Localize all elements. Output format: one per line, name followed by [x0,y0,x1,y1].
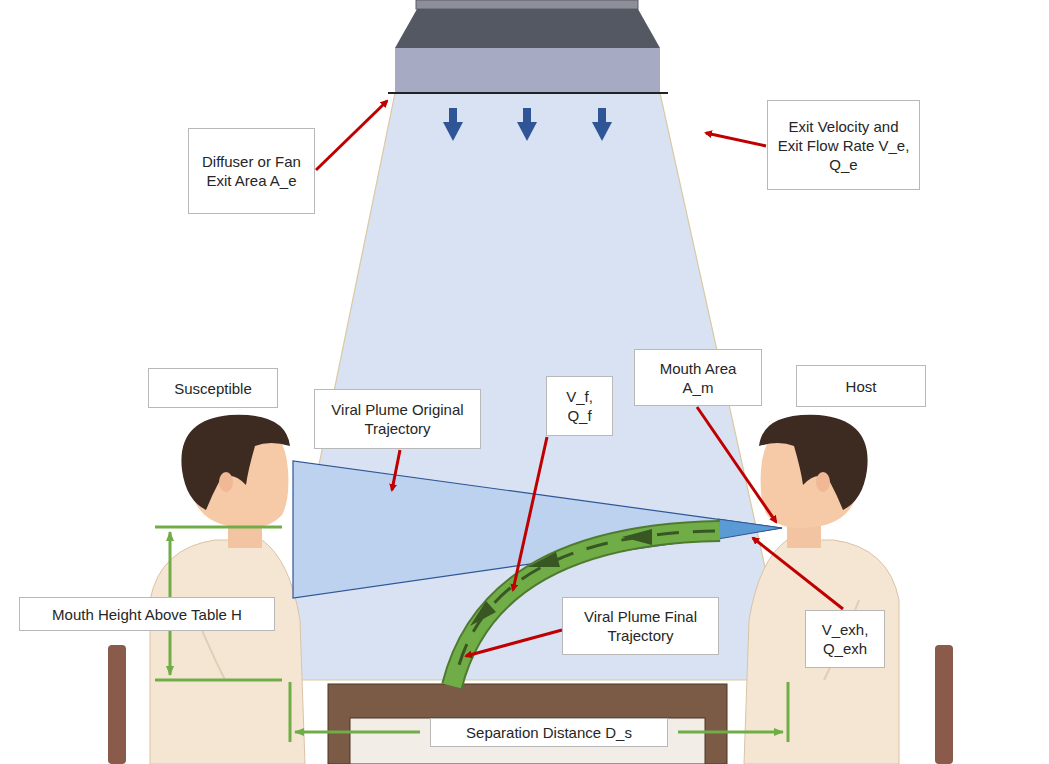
label-box: V_f, Q_f [546,376,613,436]
final-trajectory-outline [452,531,720,686]
label-box: Mouth Height Above Table H [19,597,275,631]
label-box: Viral Plume Final Trajectory [562,597,719,655]
label-text: Susceptible [174,379,252,398]
label-box: Mouth Area A_m [634,349,762,406]
host-person [744,415,899,764]
label-text: Mouth Area A_m [648,359,748,397]
label-text: V_f, Q_f [555,387,605,425]
label-box: Susceptible [148,368,278,408]
label-box: Host [796,365,926,407]
label-box: V_exh, Q_exh [805,610,885,668]
label-text: Exit Velocity and Exit Flow Rate V_e, Q_… [774,117,913,174]
label-text: Diffuser or Fan Exit Area A_e [197,152,307,190]
table-opening [350,718,705,764]
final-trajectory [452,531,720,686]
air-plume [275,93,790,680]
susceptible-person [150,415,305,764]
label-text: Viral Plume Final Trajectory [571,607,711,645]
label-text: V_exh, Q_exh [815,620,875,658]
chair-back [108,645,126,764]
plume-exhale-tip [718,519,782,539]
chair-back [935,645,953,764]
diffuser-exit-line [388,92,668,94]
label-box: Diffuser or Fan Exit Area A_e [188,128,315,214]
label-text: Mouth Height Above Table H [52,605,242,624]
diffuser-collar [416,0,638,9]
table [328,684,727,764]
diffuser-face [395,48,660,93]
label-text: Host [846,377,877,396]
label-box: Exit Velocity and Exit Flow Rate V_e, Q_… [767,100,920,190]
separation-dimension [290,682,788,742]
label-text: Separation Distance D_s [466,723,632,742]
leader-lines [316,101,843,656]
label-box: Viral Plume Original Trajectory [314,389,481,449]
airflow-arrows [443,108,612,141]
label-text: Viral Plume Original Trajectory [323,400,473,438]
diffuser-hood [395,9,660,48]
label-box: Separation Distance D_s [430,718,668,747]
